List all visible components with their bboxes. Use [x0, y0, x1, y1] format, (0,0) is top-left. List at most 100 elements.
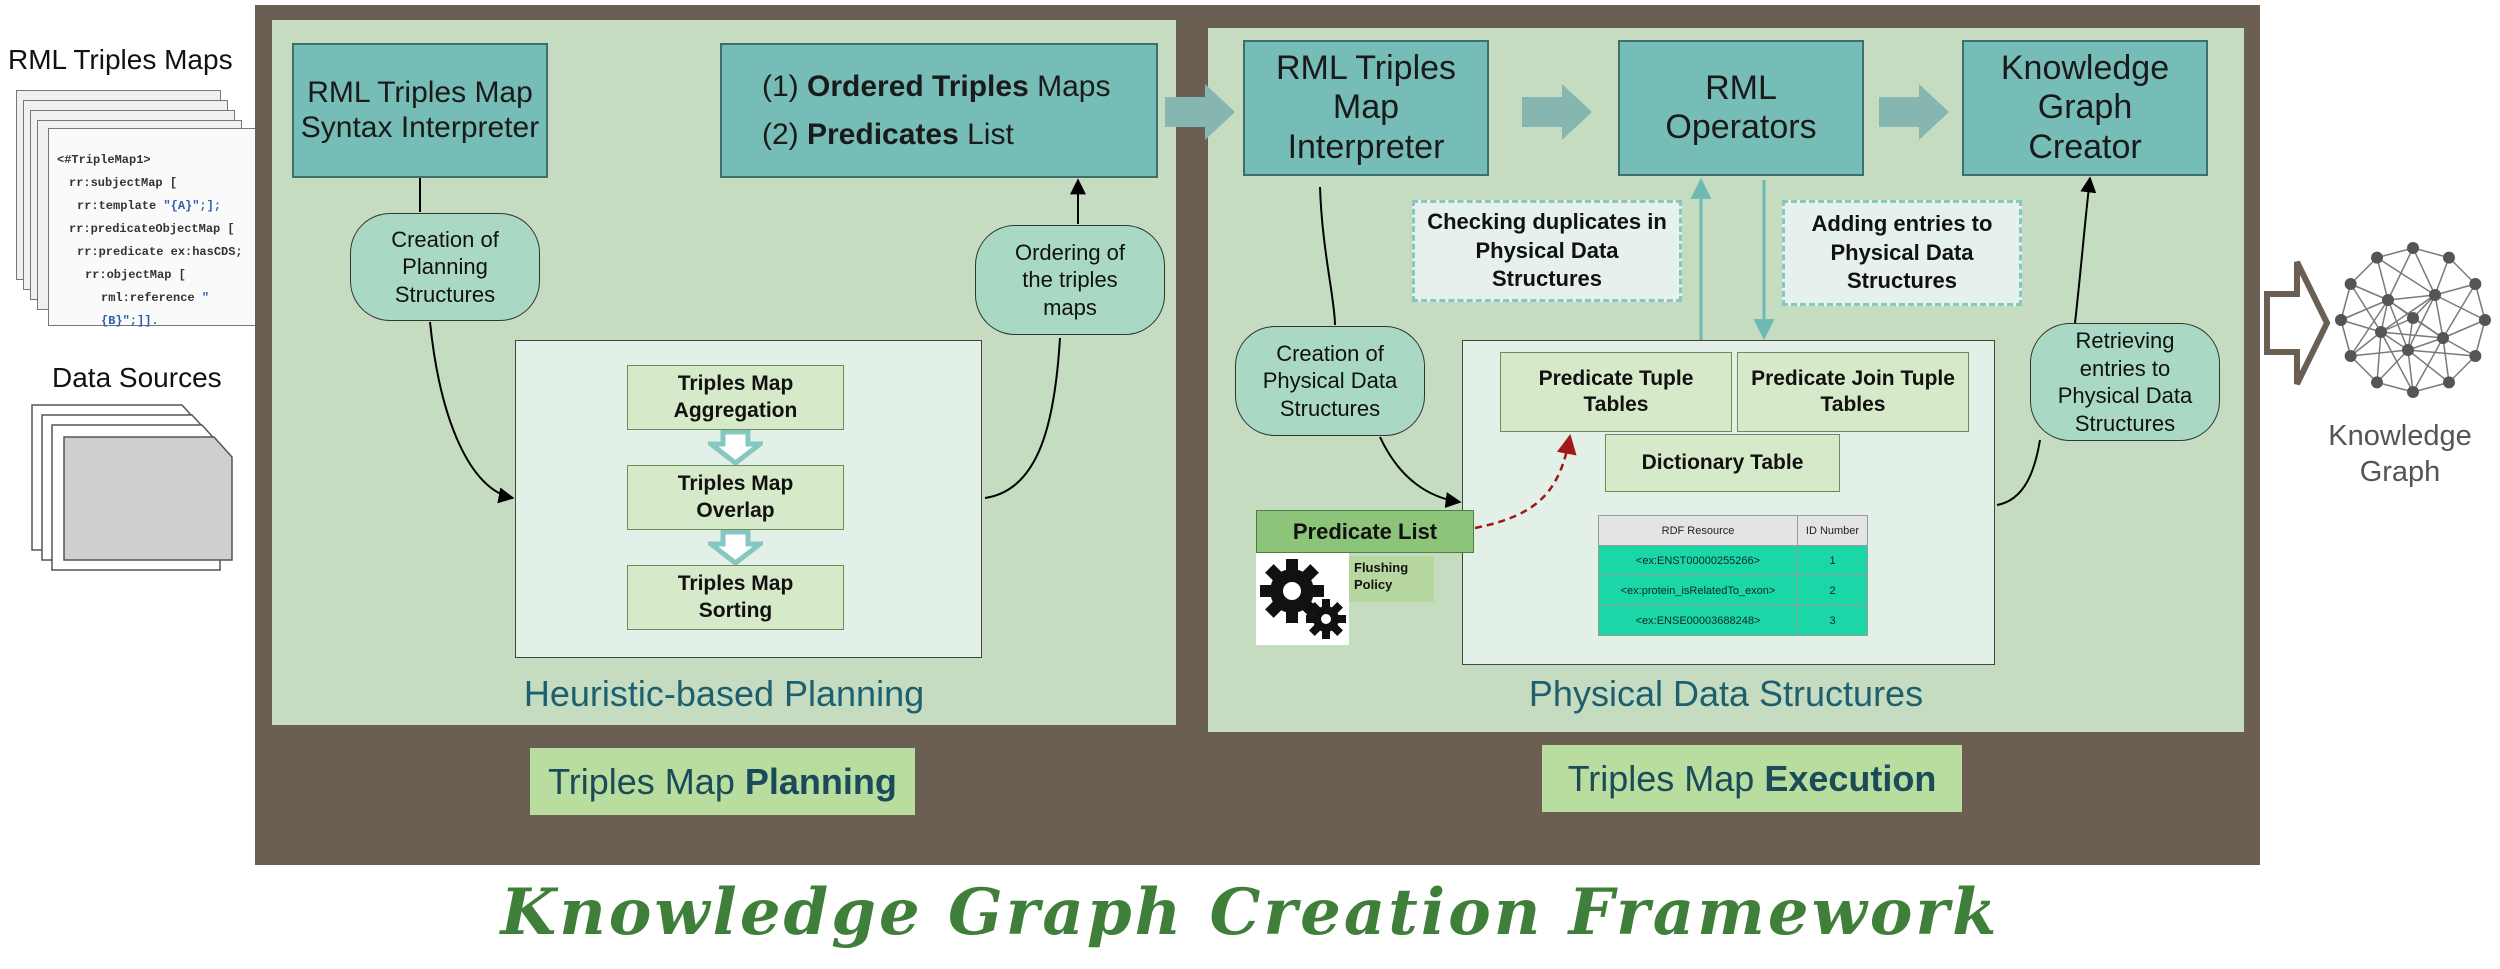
step-overlap: Triples Map Overlap — [627, 465, 844, 530]
graph-edge — [2448, 355, 2476, 383]
graph-node — [2469, 278, 2482, 290]
graph-edge — [2376, 257, 2389, 301]
graph-edge — [2340, 319, 2352, 357]
table-cell: 2 — [1797, 575, 1868, 606]
knowledge-graph-icon — [2335, 242, 2491, 398]
code-line: rr:subjectMap [ — [69, 176, 178, 190]
graph-edge — [2412, 317, 2444, 339]
graph-edge — [2407, 349, 2476, 357]
predicates-list-line: (2) Predicates List — [762, 117, 1014, 151]
id-number-header: ID Number — [1797, 515, 1868, 546]
rml-operators-box: RML Operators — [1618, 40, 1864, 176]
graph-edge — [2350, 283, 2382, 333]
creation-planning-structures: Creation of Planning Structures — [350, 213, 540, 321]
graph-node — [2443, 376, 2455, 389]
connector-line — [984, 337, 1061, 499]
graph-node — [2469, 350, 2482, 362]
execution-section-label: Triples Map Execution — [1542, 745, 1962, 812]
graph-edge — [2442, 283, 2476, 339]
graph-edge — [2412, 247, 2450, 259]
heuristic-planning-caption: Heuristic-based Planning — [523, 673, 925, 714]
checking-duplicates-note: Checking duplicates in Physical Data Str… — [1412, 200, 1682, 302]
graph-edge — [2376, 381, 2414, 393]
graph-edge — [2412, 381, 2450, 393]
output-arrow-icon — [2264, 260, 2331, 386]
graph-edge — [2434, 283, 2476, 296]
planning-section-label: Triples Map Planning — [530, 748, 915, 815]
physical-structures-caption: Physical Data Structures — [1528, 673, 1924, 714]
graph-edge — [2340, 283, 2352, 321]
code-line: rml:reference "{B}";]]. — [101, 291, 210, 328]
knowledge-graph-label: Knowledge Graph — [2328, 420, 2472, 489]
graph-node — [2407, 242, 2419, 254]
data-source-icon — [31, 404, 233, 571]
graph-edge — [2350, 331, 2382, 357]
graph-node — [2344, 278, 2357, 290]
adding-entries-note: Adding entries to Physical Data Structur… — [1782, 200, 2022, 306]
down-arrow-icon — [708, 430, 763, 465]
graph-edge — [2434, 257, 2450, 296]
data-sources-label: Data Sources — [52, 362, 222, 393]
graph-node — [2382, 294, 2394, 306]
predicate-list-box: Predicate List — [1256, 510, 1474, 553]
graph-node — [2335, 314, 2347, 326]
predicate-tuple-tables: Predicate Tuple Tables — [1500, 352, 1732, 432]
code-line: rr:predicate ex:hasCDS; — [77, 245, 243, 259]
graph-edge — [2434, 294, 2486, 321]
table-cell: 3 — [1797, 605, 1868, 636]
code-line: <#TripleMap1> — [57, 153, 151, 167]
graph-edge — [2340, 319, 2382, 333]
graph-edge — [2407, 337, 2444, 351]
table-cell: <ex:ENST00000255266> — [1598, 545, 1798, 576]
ordered-triples-maps-line: (1) Ordered Triples Maps — [762, 69, 1111, 103]
graph-edge — [2380, 331, 2444, 339]
gears-icon — [1256, 553, 1349, 645]
graph-node — [2479, 314, 2491, 326]
flushing-policy-label: Flushing Policy — [1349, 556, 1434, 602]
connector-line — [1319, 186, 1336, 326]
code-line: rr:template "{A}";]; — [77, 199, 222, 213]
graph-node — [2371, 376, 2383, 389]
syntax-interpreter-box: RML Triples Map Syntax Interpreter — [292, 43, 548, 178]
retrieving-entries: Retrieving entries to Physical Data Stru… — [2030, 323, 2220, 441]
rml-code-document: <#TripleMap1> rr:subjectMap [ rr:template … — [48, 128, 258, 328]
graph-edge — [2474, 283, 2486, 321]
connector-line — [2074, 176, 2097, 324]
graph-edge — [2434, 294, 2444, 339]
connector-line — [1996, 439, 2041, 506]
ordering-triples-maps: Ordering of the triples maps — [975, 225, 1165, 335]
down-arrow-icon — [708, 530, 763, 565]
creation-physical-structures: Creation of Physical Data Structures — [1235, 326, 1425, 436]
graph-edge — [2407, 294, 2436, 351]
planning-output-box: (1) Ordered Triples Maps (2) Predicates … — [720, 43, 1158, 178]
syntax-interpreter-label: RML Triples Map Syntax Interpreter — [300, 76, 540, 144]
rdf-resource-header: RDF Resource — [1598, 515, 1798, 546]
graph-edge — [2350, 257, 2378, 285]
dictionary-table: Dictionary Table — [1605, 434, 1840, 492]
table-cell: <ex:protein_isRelatedTo_exon> — [1598, 575, 1798, 606]
graph-node — [2443, 251, 2455, 264]
graph-node — [2437, 332, 2449, 344]
graph-edge — [2474, 319, 2486, 357]
graph-edge — [2448, 257, 2476, 285]
framework-title: Knowledge Graph Creation Framework — [500, 875, 2000, 950]
graph-node — [2402, 344, 2414, 356]
table-cell: <ex:ENSE00003688248> — [1598, 605, 1798, 636]
graph-edge — [2387, 294, 2436, 301]
graph-edge — [2442, 337, 2476, 357]
graph-edge — [2407, 349, 2450, 383]
graph-edge — [2407, 349, 2414, 393]
graph-node — [2429, 289, 2441, 301]
graph-edge — [2387, 247, 2414, 301]
graph-node — [2371, 251, 2383, 264]
graph-edge — [2412, 337, 2444, 393]
code-line: rr:predicateObjectMap [ — [69, 222, 235, 236]
graph-node — [2344, 350, 2357, 362]
graph-edge — [2376, 349, 2409, 383]
connector-line — [429, 321, 515, 504]
dictionary-table-data: RDF Resource ID Number <ex:ENST000002552… — [1598, 515, 1868, 636]
predicate-join-tuple-tables: Predicate Join Tuple Tables — [1737, 352, 1969, 432]
graph-edge — [2376, 257, 2436, 296]
code-line: rr:objectMap [ — [85, 268, 186, 282]
